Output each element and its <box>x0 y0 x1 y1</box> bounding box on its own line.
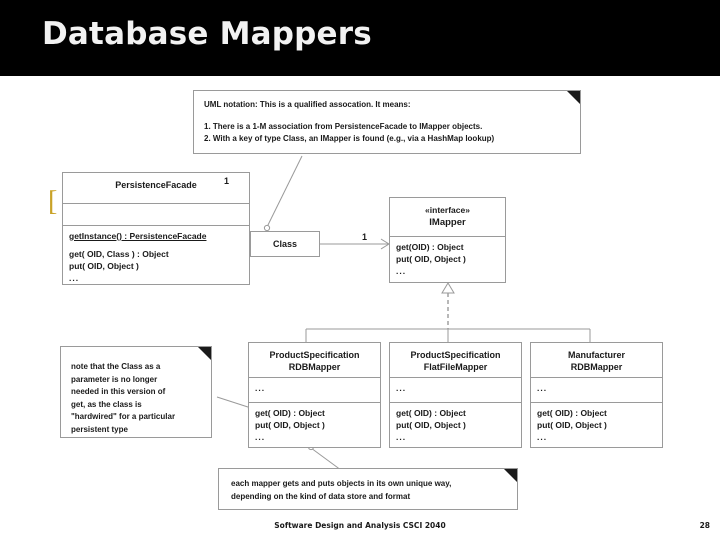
class-attributes-compartment-mapper-3: ... <box>531 377 662 402</box>
class-attributes-mapper-2: ... <box>396 383 407 393</box>
operation-get: get( OID, Class ) : Object <box>69 249 169 259</box>
note-fold-corner-icon <box>198 347 211 360</box>
operation-mapper-2-ellipsis: ... <box>396 432 407 442</box>
class-name-line2-mapper-3: RDBMapper <box>570 362 623 372</box>
note-class-parameter-line-6: persistent type <box>71 424 128 434</box>
multiplicity-persistence-facade: 1 <box>224 176 230 186</box>
class-name-compartment-mapper-1: ProductSpecification RDBMapper <box>249 343 380 377</box>
class-name-line1-mapper-1: ProductSpecification <box>269 350 360 360</box>
operation-put: put( OID, Object ) <box>69 261 139 271</box>
note-mapper-behavior-line-1: each mapper gets and puts objects in its… <box>231 479 452 488</box>
bracket-glyph: [ <box>48 186 58 217</box>
class-attributes-compartment-persistence-facade <box>63 203 249 225</box>
operation-mapper-3-ellipsis: ... <box>537 432 548 442</box>
note-uml-notation-item-2: 2. With a key of type Class, an IMapper … <box>204 134 495 143</box>
note-class-parameter-line-3: needed in this version of <box>71 387 166 396</box>
class-operations-compartment-persistence-facade: getInstance() : PersistenceFacade get( O… <box>63 225 249 286</box>
note-anchor-line-class-parameter <box>216 396 252 409</box>
note-fold-corner-icon <box>504 469 517 482</box>
note-uml-notation-item-1: 1. There is a 1-M association from Persi… <box>204 121 483 131</box>
note-fold-corner-icon <box>567 91 580 104</box>
class-box-product-specification-flat-file-mapper[interactable]: ProductSpecification FlatFileMapper ... … <box>389 342 522 448</box>
note-uml-notation: UML notation: This is a qualified assoca… <box>193 90 581 154</box>
note-class-parameter-line-1: note that the Class as a <box>71 362 161 371</box>
class-name-compartment-mapper-2: ProductSpecification FlatFileMapper <box>390 343 521 377</box>
operation-mapper-2-put: put( OID, Object ) <box>396 420 466 430</box>
operation-mapper-3-get: get( OID) : Object <box>537 408 607 418</box>
operation-get-instance: getInstance() : PersistenceFacade <box>69 231 207 241</box>
realization-triangle <box>441 282 455 294</box>
note-uml-notation-heading: UML notation: This is a qualified assoca… <box>204 100 411 109</box>
class-operations-compartment-mapper-1: get( OID) : Object put( OID, Object ) ..… <box>249 402 380 449</box>
class-attributes-mapper-3: ... <box>537 383 548 393</box>
uml-class-diagram: [ UML notation: This is a qualified asso… <box>0 76 720 516</box>
class-box-persistence-facade[interactable]: PersistenceFacade getInstance() : Persis… <box>62 172 250 285</box>
slide-footer-text: Software Design and Analysis CSCI 2040 <box>274 521 446 530</box>
operation-mapper-1-get: get( OID) : Object <box>255 408 325 418</box>
note-class-parameter-line-5: "hardwired" for a particular <box>71 412 176 421</box>
note-mapper-behavior-line-2: depending on the kind of data store and … <box>231 491 411 501</box>
class-name-line2-mapper-2: FlatFileMapper <box>423 362 488 372</box>
operation-mapper-1-ellipsis: ... <box>255 432 266 442</box>
slide-page-number: 28 <box>699 521 710 530</box>
class-name-line2-mapper-1: RDBMapper <box>288 362 341 372</box>
operation-mapper-2-get: get( OID) : Object <box>396 408 466 418</box>
note-anchor-line-qualifier <box>266 155 303 228</box>
class-attributes-compartment-mapper-1: ... <box>249 377 380 402</box>
note-class-parameter-line-4: get, as the class is <box>71 399 142 409</box>
note-anchor-dot-qualifier <box>263 224 271 232</box>
qualifier-box-class[interactable]: Class <box>250 231 320 257</box>
operation-imapper-get: get(OID) : Object <box>396 242 464 252</box>
operation-imapper-put: put( OID, Object ) <box>396 254 466 264</box>
class-name-line1-mapper-3: Manufacturer <box>567 350 625 360</box>
class-box-manufacturer-rdb-mapper[interactable]: Manufacturer RDBMapper ... get( OID) : O… <box>530 342 663 448</box>
note-class-parameter: note that the Class as a parameter is no… <box>60 346 212 438</box>
class-name-compartment-imapper: «interface» IMapper <box>390 198 505 236</box>
note-mapper-behavior: each mapper gets and puts objects in its… <box>218 468 518 510</box>
page-title: Database Mappers <box>42 16 372 52</box>
association-arrowhead <box>380 238 390 250</box>
operation-imapper-ellipsis: ... <box>396 266 407 276</box>
slide-header-bar <box>0 0 720 76</box>
note-class-parameter-line-2: parameter is no longer <box>71 374 158 384</box>
class-name-compartment-persistence-facade: PersistenceFacade <box>63 173 249 203</box>
class-name-line1-mapper-2: ProductSpecification <box>410 350 501 360</box>
class-operations-compartment-imapper: get(OID) : Object put( OID, Object ) ... <box>390 236 505 283</box>
qualifier-label-class: Class <box>272 239 298 249</box>
stereotype-interface: «interface» <box>425 205 470 215</box>
class-operations-compartment-mapper-2: get( OID) : Object put( OID, Object ) ..… <box>390 402 521 449</box>
operation-mapper-1-put: put( OID, Object ) <box>255 420 325 430</box>
class-operations-compartment-mapper-3: get( OID) : Object put( OID, Object ) ..… <box>531 402 662 449</box>
class-attributes-compartment-mapper-2: ... <box>390 377 521 402</box>
operation-ellipsis: ... <box>69 273 80 283</box>
class-box-imapper[interactable]: «interface» IMapper get(OID) : Object pu… <box>389 197 506 283</box>
operation-mapper-3-put: put( OID, Object ) <box>537 420 607 430</box>
class-name-imapper: IMapper <box>429 217 466 228</box>
class-attributes-mapper-1: ... <box>255 383 266 393</box>
multiplicity-imapper: 1 <box>362 232 368 242</box>
note-spacer <box>204 112 570 121</box>
class-name-compartment-mapper-3: Manufacturer RDBMapper <box>531 343 662 377</box>
class-name-persistence-facade: PersistenceFacade <box>115 180 197 190</box>
class-box-product-specification-rdb-mapper[interactable]: ProductSpecification RDBMapper ... get( … <box>248 342 381 448</box>
